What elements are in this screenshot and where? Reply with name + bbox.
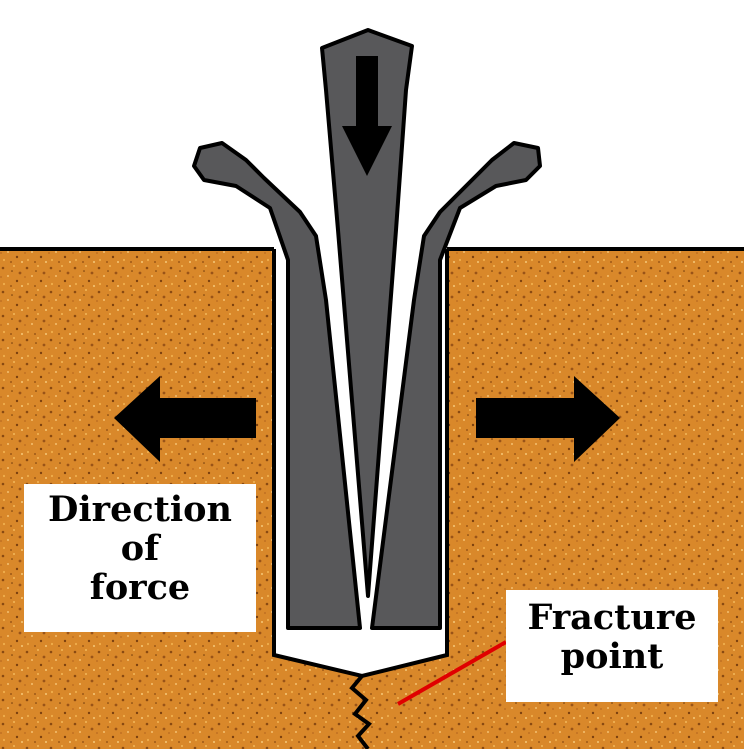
- fracture-pointer-line: [397, 640, 507, 706]
- fracture-point-label: Fracture point: [506, 590, 718, 702]
- wedge-pin: [320, 28, 414, 598]
- arrow-left-icon: [114, 376, 256, 462]
- sleeve-right-leg: [370, 141, 542, 630]
- fracture-label-line-2: point: [560, 636, 664, 678]
- direction-of-force-label: Direction of force: [24, 484, 256, 632]
- fracture-crack: [349, 674, 373, 749]
- force-label-line-3: force: [89, 567, 191, 609]
- sleeve-left-leg: [192, 141, 362, 630]
- arrow-down-icon: [342, 56, 392, 176]
- force-label-line-2: of: [120, 528, 160, 570]
- arrow-right-icon: [476, 376, 620, 462]
- force-label-line-1: Direction: [48, 489, 232, 530]
- fracture-label-line-1: Fracture: [527, 597, 697, 638]
